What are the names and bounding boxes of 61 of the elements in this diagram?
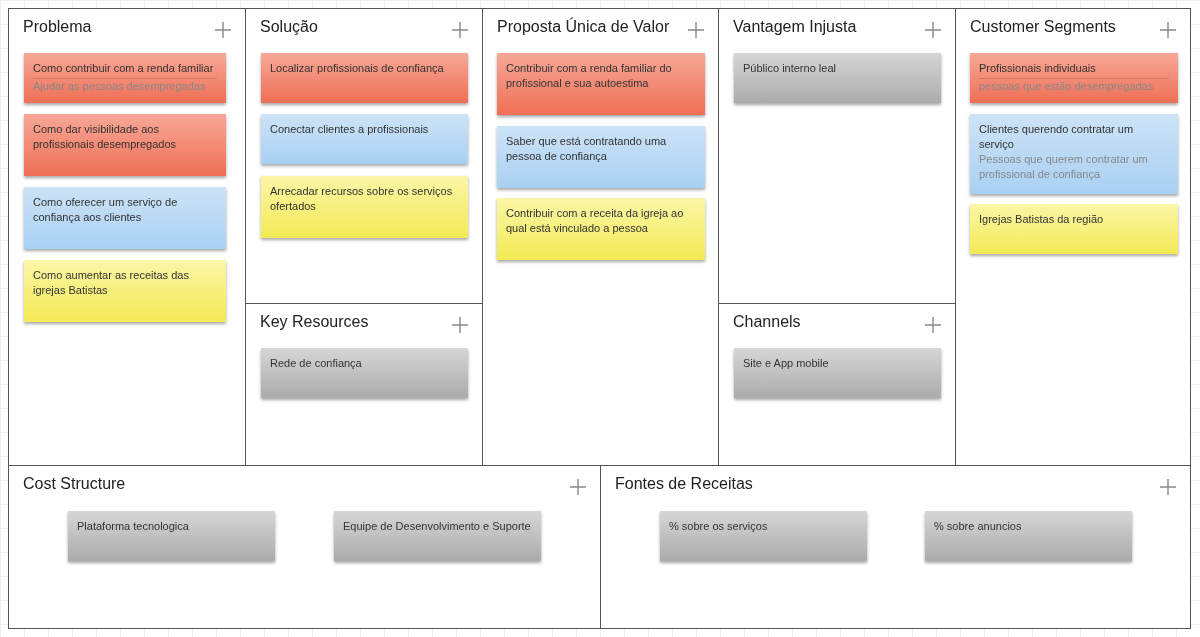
sticky-note [734,348,941,398]
note-text: Contribuir com a receita da igreja ao qual está vinculado a pessoa [506,206,685,236]
note-text: % sobre anuncios [934,519,1023,534]
sticky-note [68,511,275,561]
panel-heading: Channels [733,313,801,331]
note-text: Clientes querendo contratar um serviço [979,122,1135,152]
note-text: Arrecadar recursos sobre os serviços ofertados [270,184,454,214]
note-text: % sobre os serviços [669,519,769,534]
note-text: Saber que está contratando uma pessoa de confiança [506,134,668,164]
note-subtext: Ajudar as pessoas desempregadas [33,79,207,94]
note-subtext: Pessoas que querem contratar um profissional de confiança [979,152,1149,182]
note-text: Igrejas Batistas da região [979,212,1105,227]
sticky-note [970,114,1178,194]
note-text: Contribuir com a renda familiar do profissional e sua autoestima [506,61,673,91]
sticky-note [24,187,226,249]
panel-heading: Key Resources [260,313,369,331]
note-text: Como oferecer um serviço de confiança aos clientes [33,195,179,225]
panel-heading: Proposta Única de Valor [497,18,670,36]
sticky-note [261,114,468,164]
panel-heading: Cost Structure [23,475,126,493]
sticky-note [261,348,468,398]
note-text: Como contribuir com a renda familiar [33,61,217,79]
note-text: Como aumentar as receitas das igrejas Batistas [33,268,190,298]
sticky-note [24,260,226,322]
sticky-note [334,511,541,561]
canvas-panel [245,303,483,466]
canvas-panel [482,8,719,466]
note-text: Site e App mobile [743,356,830,371]
note-text: Plataforma tecnologica [77,519,190,534]
panel-heading: Solução [260,18,318,36]
panel-heading: Vantagem Injusta [733,18,857,36]
sticky-note [734,53,941,103]
sticky-note [970,53,1178,103]
canvas-panel [600,465,1191,629]
panel-heading: Fontes de Receitas [615,475,753,493]
canvas-panel [245,8,483,304]
note-subtext: pessoas que estão desempregadas [979,79,1155,94]
canvas-panel [8,8,246,466]
sticky-note [970,204,1178,254]
note-text: Localizar profissionais de confiança [270,61,445,76]
canvas-panel [718,8,956,304]
canvas-panel [955,8,1191,466]
note-text: Profissionais individuais [979,61,1169,79]
sticky-note [925,511,1132,561]
note-text: Público interno leal [743,61,837,76]
sticky-note [24,114,226,176]
sticky-note [497,126,705,188]
note-text: Como dar visibilidade aos profissionais desempregados [33,122,178,152]
sticky-note [261,176,468,238]
panel-heading: Problema [23,18,92,36]
note-text: Rede de confiança [270,356,363,371]
sticky-note [660,511,867,561]
canvas-panel [8,465,601,629]
sticky-note [497,53,705,115]
sticky-note [497,198,705,260]
sticky-note [261,53,468,103]
canvas-panel [718,303,956,466]
note-text: Conectar clientes a profissionais [270,122,430,137]
panel-heading: Customer Segments [970,18,1116,36]
sticky-note [24,53,226,103]
note-text: Equipe de Desenvolvimento e Suporte [343,519,532,534]
